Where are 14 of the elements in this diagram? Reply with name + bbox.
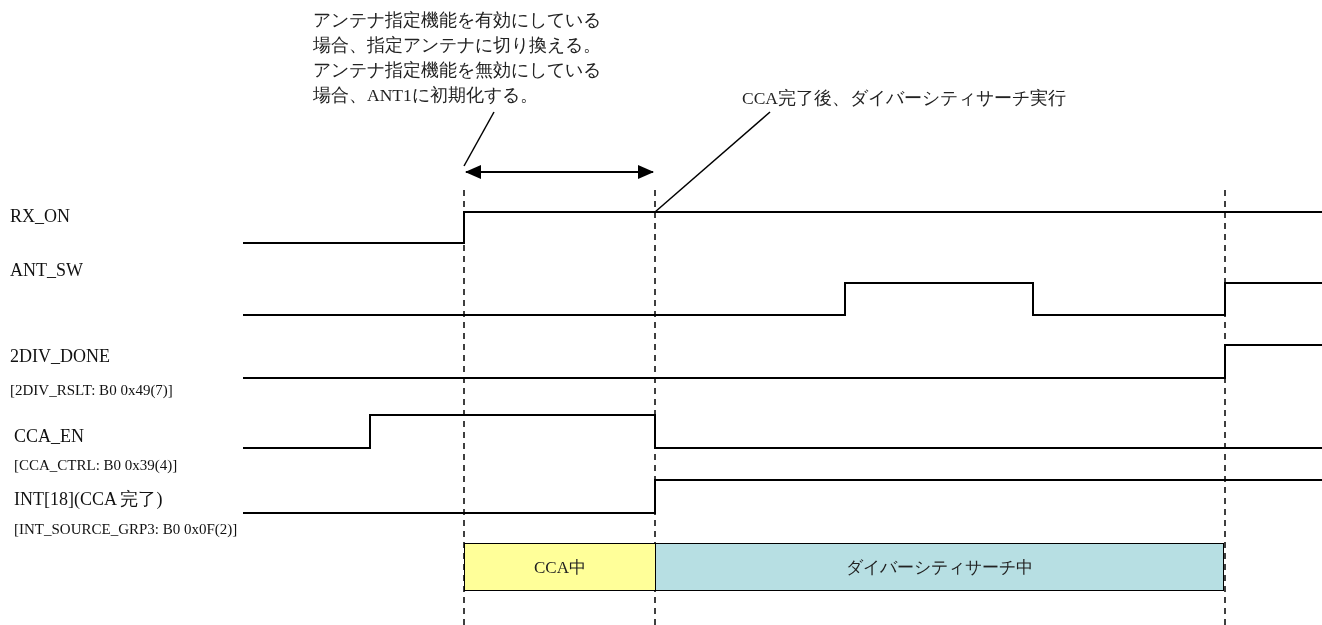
leader-line	[463, 111, 495, 167]
signal-name: INT[18](CCA 完了)	[14, 488, 163, 511]
annotation-text: アンテナ指定機能を有効にしている場合、指定アンテナに切り換える。アンテナ指定機能を無効にしている場合、ANT1に初期化する。	[313, 8, 607, 112]
signal-name: CCA_EN	[14, 426, 84, 447]
signal-name: RX_ON	[10, 206, 70, 227]
phase-box: CCA中	[464, 543, 656, 591]
leader-line	[654, 111, 771, 213]
register-label: [2DIV_RSLT: B0 0x49(7)]	[10, 382, 173, 399]
signal-name: 2DIV_DONE	[10, 346, 110, 367]
annotation-text: CCA完了後、ダイバーシティサーチ実行	[742, 86, 1162, 112]
phase-box: ダイバーシティサーチ中	[655, 543, 1224, 591]
register-label: [INT_SOURCE_GRP3: B0 0x0F(2)]	[14, 521, 238, 538]
signal-name: ANT_SW	[10, 260, 83, 281]
register-label: [CCA_CTRL: B0 0x39(4)]	[14, 457, 178, 474]
